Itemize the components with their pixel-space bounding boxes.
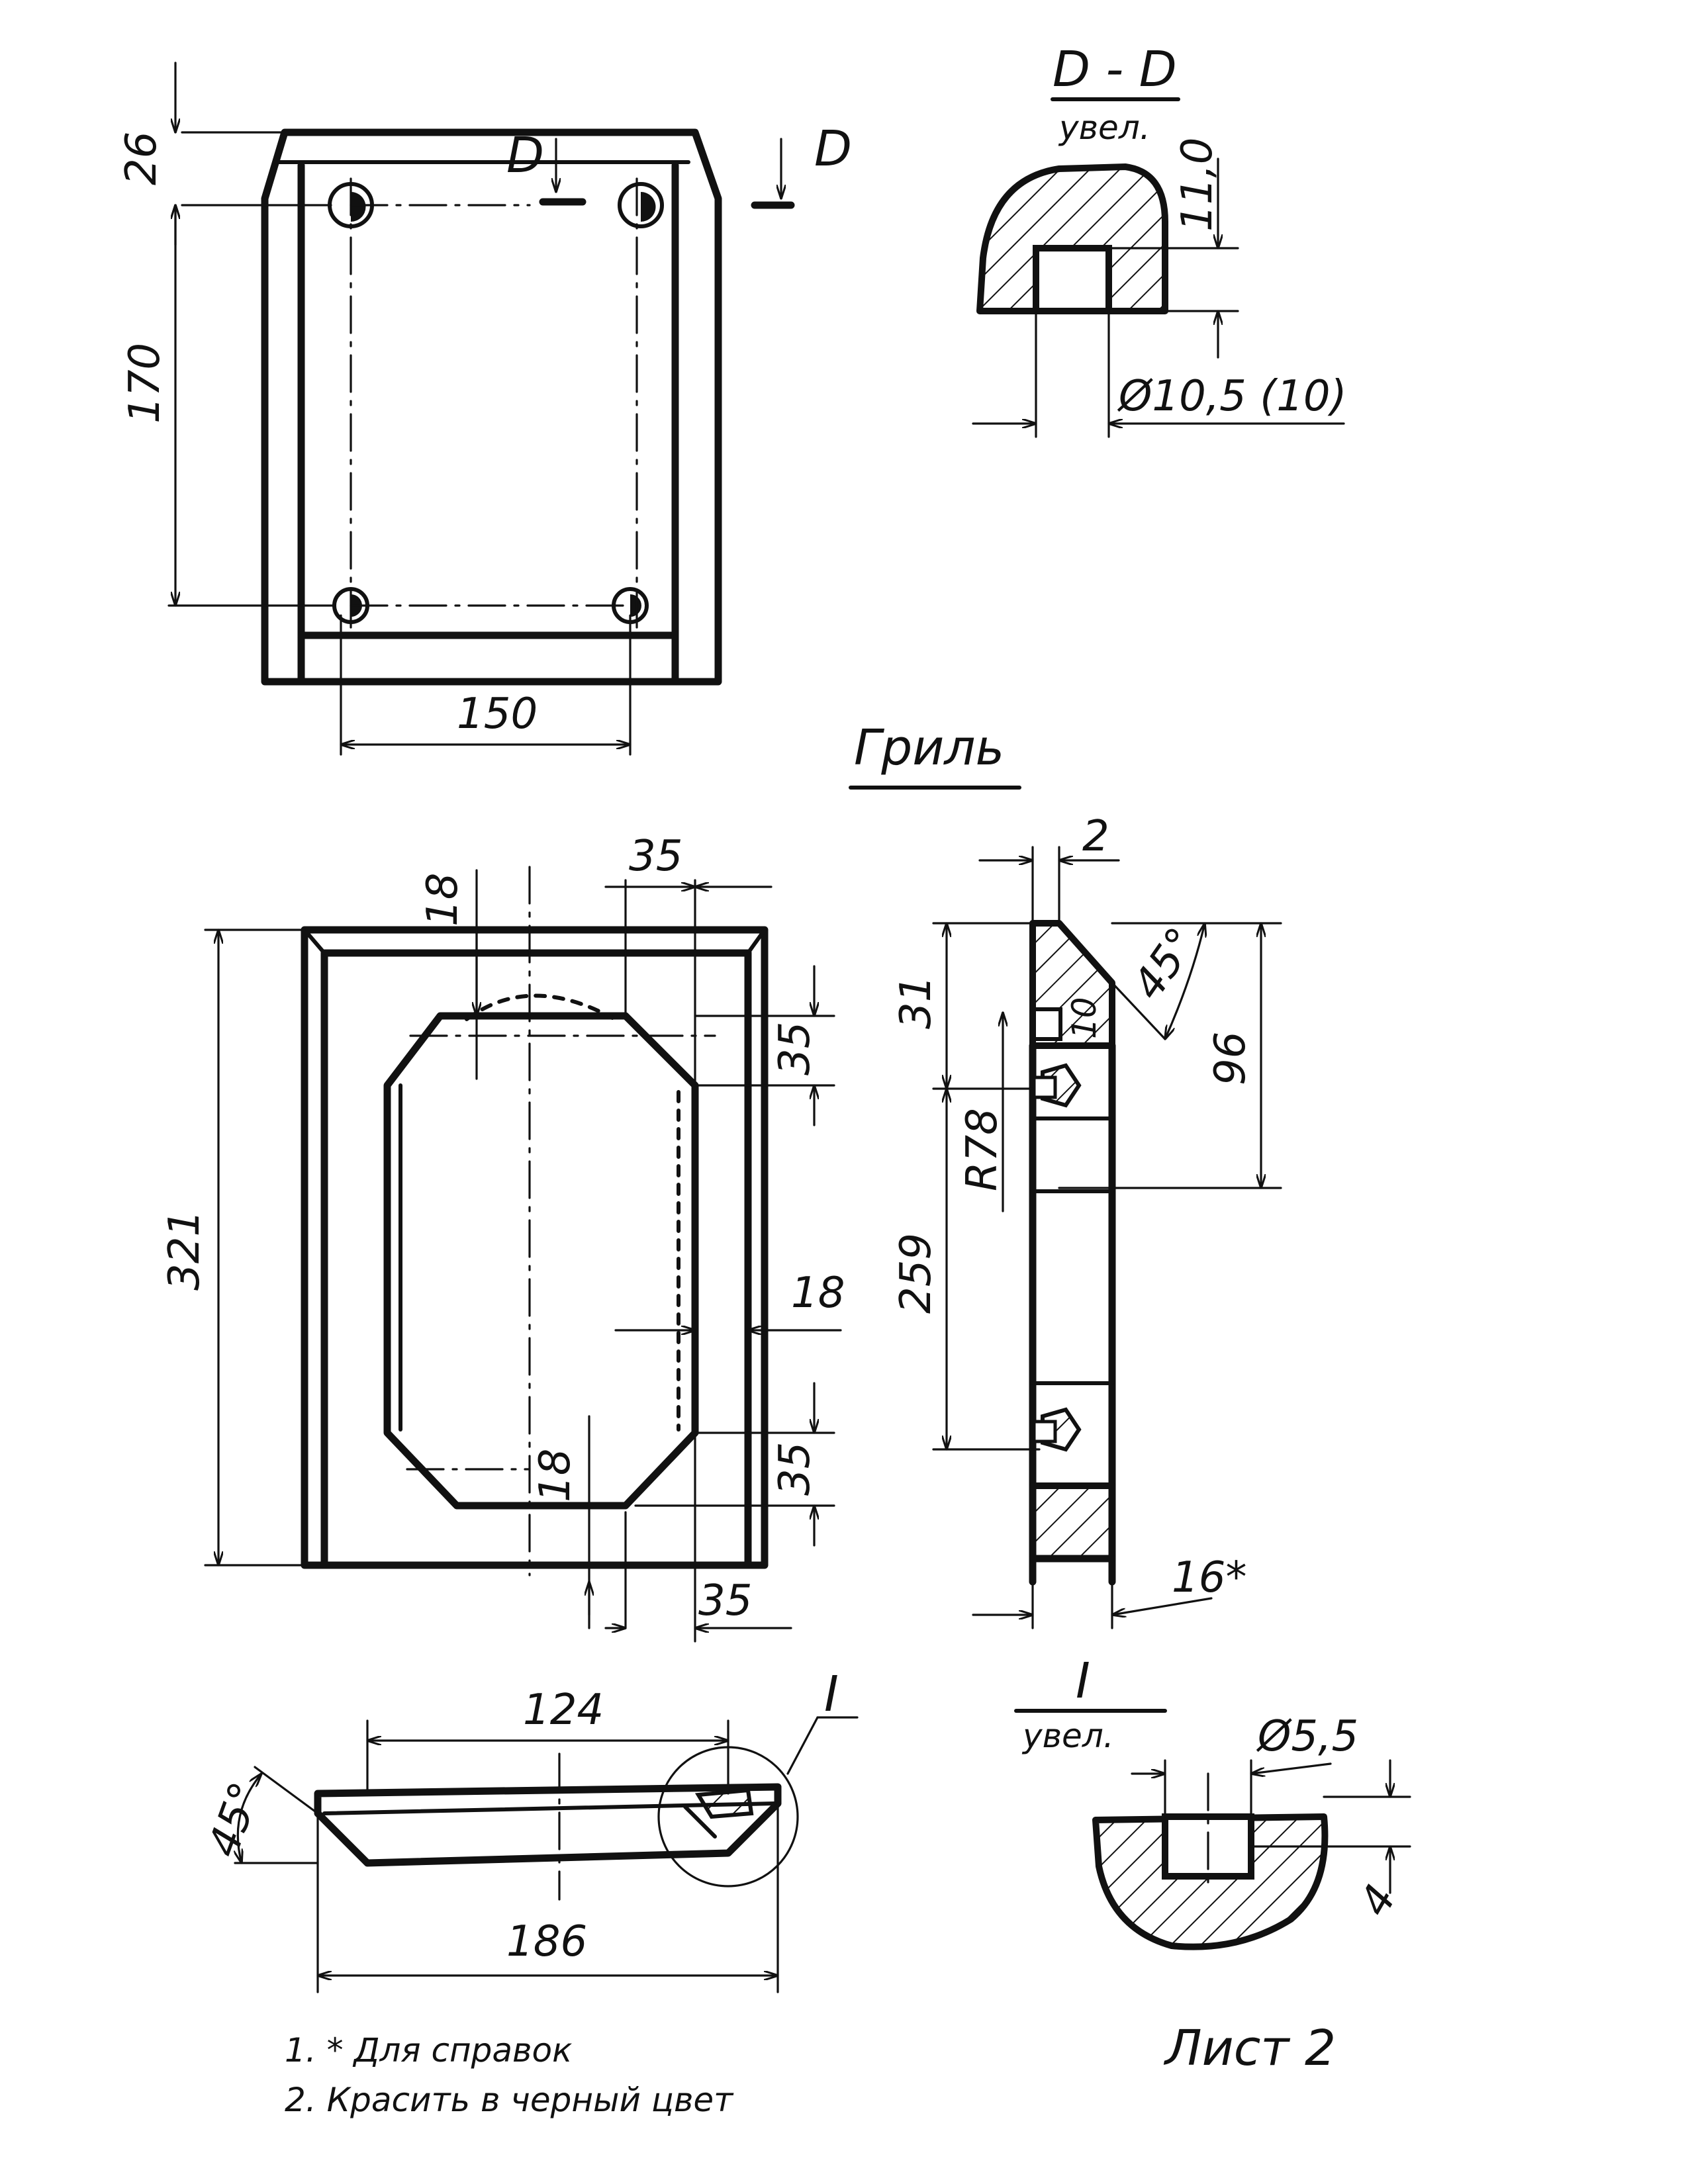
dim-55-arrow-right bbox=[1251, 1762, 1332, 1774]
bottom-view: I 124 186 45° bbox=[199, 1666, 859, 1993]
dim-18-bottom-label: 18 bbox=[531, 1449, 580, 1502]
angle-45-ext bbox=[1111, 981, 1166, 1040]
dim-55-label: Ø5,5 bbox=[1256, 1712, 1358, 1761]
section-dd-body bbox=[976, 163, 1168, 314]
note-1: 1. * Для справок bbox=[285, 2031, 572, 2070]
side-top-notch bbox=[1032, 1007, 1062, 1041]
dim-35-lower-label: 35 bbox=[771, 1442, 820, 1496]
note-2: 2. Красить в черный цвет bbox=[285, 2081, 734, 2119]
dim-186-label: 186 bbox=[506, 1917, 587, 1966]
dim-bore-label: Ø10,5 (10) bbox=[1117, 372, 1347, 421]
angle-45-arc bbox=[1165, 923, 1205, 1039]
octagon-window bbox=[383, 1012, 699, 1510]
dim-16-label: 16* bbox=[1172, 1553, 1246, 1602]
dim-35-top-label: 35 bbox=[629, 832, 682, 881]
section-dd-bore bbox=[1033, 245, 1112, 314]
bottom-view-chamfer-right bbox=[683, 1805, 717, 1839]
section-dd: D - D увел. 11,0 Ø10,5 (10) bbox=[972, 41, 1347, 438]
side-bolt-upper bbox=[1032, 1063, 1082, 1108]
dim-26-label: 26 bbox=[117, 132, 166, 185]
section-dd-title: D - D bbox=[1053, 41, 1177, 98]
octagon-hidden-arc bbox=[465, 993, 614, 1021]
detail-i-leader bbox=[786, 1716, 819, 1775]
side-view: 2 31 45° 10 96 R78 259 16* bbox=[892, 812, 1282, 1629]
dim-10-label: 10 bbox=[1065, 997, 1103, 1039]
bottom-view-inner-line bbox=[322, 1801, 776, 1815]
notes: 1. * Для справок 2. Красить в черный цве… bbox=[285, 2031, 734, 2119]
dim-259-label: 259 bbox=[892, 1233, 941, 1314]
bottom-view-bolt bbox=[694, 1788, 754, 1819]
dim-321-label: 321 bbox=[160, 1210, 209, 1291]
dim-4-label: 4 bbox=[1350, 1877, 1406, 1925]
dim-35-bottom-label: 35 bbox=[698, 1576, 752, 1625]
dim-18-top-label: 18 bbox=[418, 873, 467, 927]
dim-11-label: 11,0 bbox=[1173, 138, 1222, 232]
angle-45b-label: 45° bbox=[199, 1776, 270, 1864]
front-view-chamfer-left bbox=[303, 928, 326, 955]
dim-r78-label: R78 bbox=[958, 1108, 1007, 1191]
dim-18-right-label: 18 bbox=[791, 1269, 845, 1318]
angle-45b-ext bbox=[254, 1766, 319, 1815]
dim-16-arrow-right bbox=[1112, 1597, 1213, 1615]
side-bottom-block bbox=[1029, 1482, 1115, 1562]
grill-label: Гриль bbox=[854, 719, 1004, 776]
dim-170-label: 170 bbox=[120, 343, 169, 424]
section-dd-subtitle: увел. bbox=[1058, 109, 1150, 147]
dim-35-upper-label: 35 bbox=[771, 1022, 820, 1075]
top-view: D D 26 170 150 bbox=[117, 62, 852, 756]
dim-124-label: 124 bbox=[523, 1686, 604, 1735]
cut-label-left: D bbox=[506, 127, 544, 184]
sheet-label: Лист 2 bbox=[1163, 2020, 1336, 2077]
dim-31-label: 31 bbox=[892, 976, 941, 1029]
detail-i: I увел. Ø5,5 4 bbox=[1014, 1653, 1411, 1950]
angle-45b-arc bbox=[238, 1774, 261, 1863]
dim-96-label: 96 bbox=[1206, 1032, 1255, 1085]
dim-2-label: 2 bbox=[1082, 812, 1109, 861]
cut-label-right: D bbox=[814, 120, 852, 177]
angle-45-label: 45° bbox=[1123, 919, 1207, 1009]
front-view-chamfer-right bbox=[746, 928, 767, 955]
detail-i-body bbox=[1092, 1813, 1329, 1950]
detail-i-subtitle: увел. bbox=[1021, 1717, 1114, 1755]
hole-top-right bbox=[618, 182, 664, 228]
side-bolt-lower bbox=[1032, 1407, 1082, 1452]
dim-150-label: 150 bbox=[457, 690, 538, 739]
front-view-outline bbox=[301, 926, 769, 1569]
front-view: 321 18 35 35 18 35 18 bbox=[160, 832, 845, 1643]
top-view-outline bbox=[261, 128, 722, 686]
detail-i-title: I bbox=[1076, 1653, 1090, 1709]
detail-i-callout: I bbox=[824, 1666, 839, 1723]
